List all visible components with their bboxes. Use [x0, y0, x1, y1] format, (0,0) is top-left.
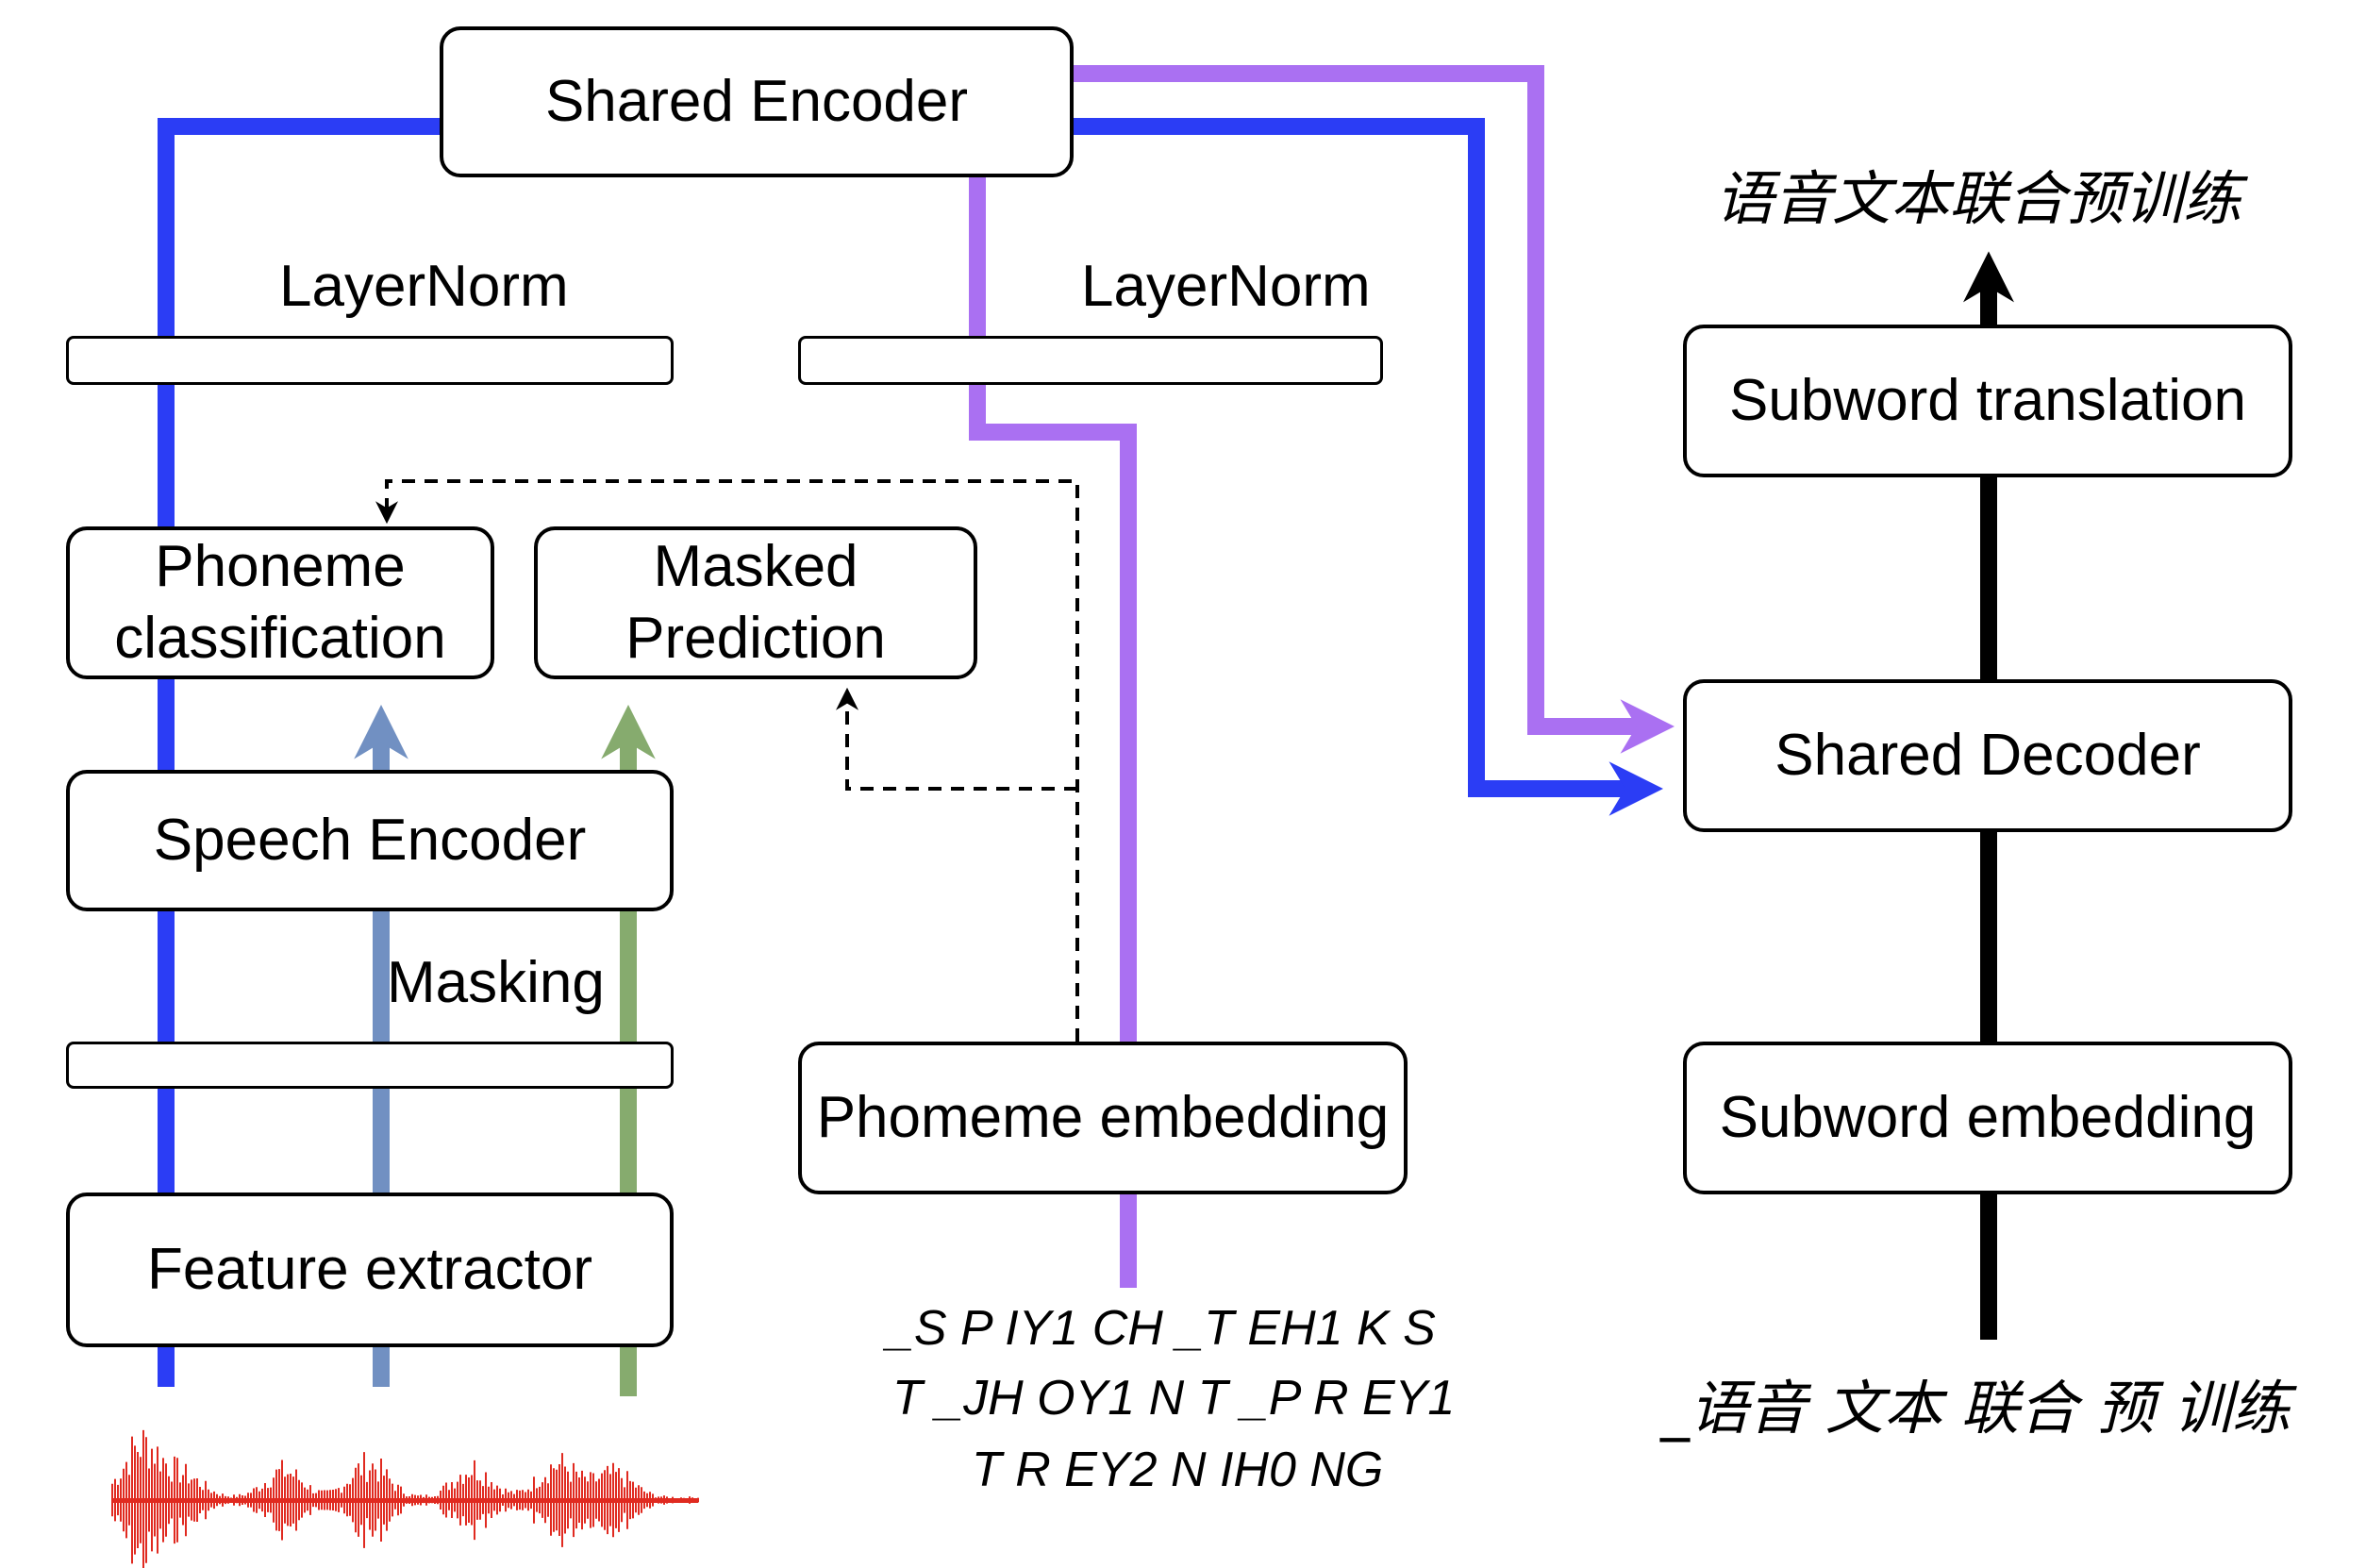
phoneme-embedding-label: Phomeme embedding: [816, 1085, 1390, 1151]
shared-encoder-box: Shared Encoder: [440, 26, 1074, 177]
layernorm-right-label: LayerNorm: [1081, 254, 1371, 319]
audio-waveform: [111, 1429, 699, 1568]
subword-translation-box: Subword translation: [1683, 325, 2292, 477]
masked-prediction-line-1: Masked: [653, 534, 858, 600]
subword-translation-label: Subword translation: [1729, 368, 2246, 434]
layernorm-right-bar: [798, 336, 1383, 385]
masking-label: Masking: [387, 950, 605, 1015]
speech-to-decoder-line: [1068, 118, 1664, 816]
phoneme-label-dashed-arrow: [375, 479, 1079, 1042]
speech-encoder-box: Speech Encoder: [66, 770, 674, 911]
subword-input-label: _语音 文本 联合 预 训练: [1660, 1374, 2291, 1443]
speech-encoder-label: Speech Encoder: [153, 808, 587, 874]
shared-encoder-label: Shared Encoder: [544, 69, 969, 135]
output-text-label: 语音文本联合预训练: [1715, 164, 2242, 233]
subword-embedding-box: Subword embedding: [1683, 1042, 2292, 1194]
phoneme-sequence-line-1: _S P IY1 CH _T EH1 K S: [887, 1301, 1436, 1356]
shared-decoder-box: Shared Decoder: [1683, 679, 2292, 832]
speech-path-line: [158, 118, 442, 1387]
masked-prediction-box: Masked Prediction: [534, 526, 977, 679]
feature-extractor-box: Feature extractor: [66, 1193, 674, 1347]
subword-embedding-label: Subword embedding: [1719, 1085, 2257, 1151]
phoneme-classification-box: Phoneme classification: [66, 526, 494, 679]
layernorm-left-label: LayerNorm: [279, 254, 569, 319]
masked-prediction-line-2: Prediction: [625, 606, 886, 671]
masked-label-dashed-arrow: [836, 687, 1077, 791]
phoneme-classification-line-1: Phoneme: [155, 534, 406, 600]
masking-bar: [66, 1042, 674, 1089]
layernorm-left-bar: [66, 336, 674, 385]
shared-decoder-label: Shared Decoder: [1774, 723, 2201, 789]
phoneme-sequence-line-3: T R EY2 N IH0 NG: [972, 1443, 1384, 1497]
phoneme-classification-line-2: classification: [114, 606, 446, 671]
phoneme-sequence-line-2: T _JH OY1 N T _P R EY1: [892, 1371, 1456, 1426]
text-path-line: [969, 175, 1137, 1285]
phoneme-embedding-box: Phomeme embedding: [798, 1042, 1408, 1194]
text-to-decoder-line: [1068, 65, 1675, 754]
feature-extractor-label: Feature extractor: [146, 1237, 593, 1303]
